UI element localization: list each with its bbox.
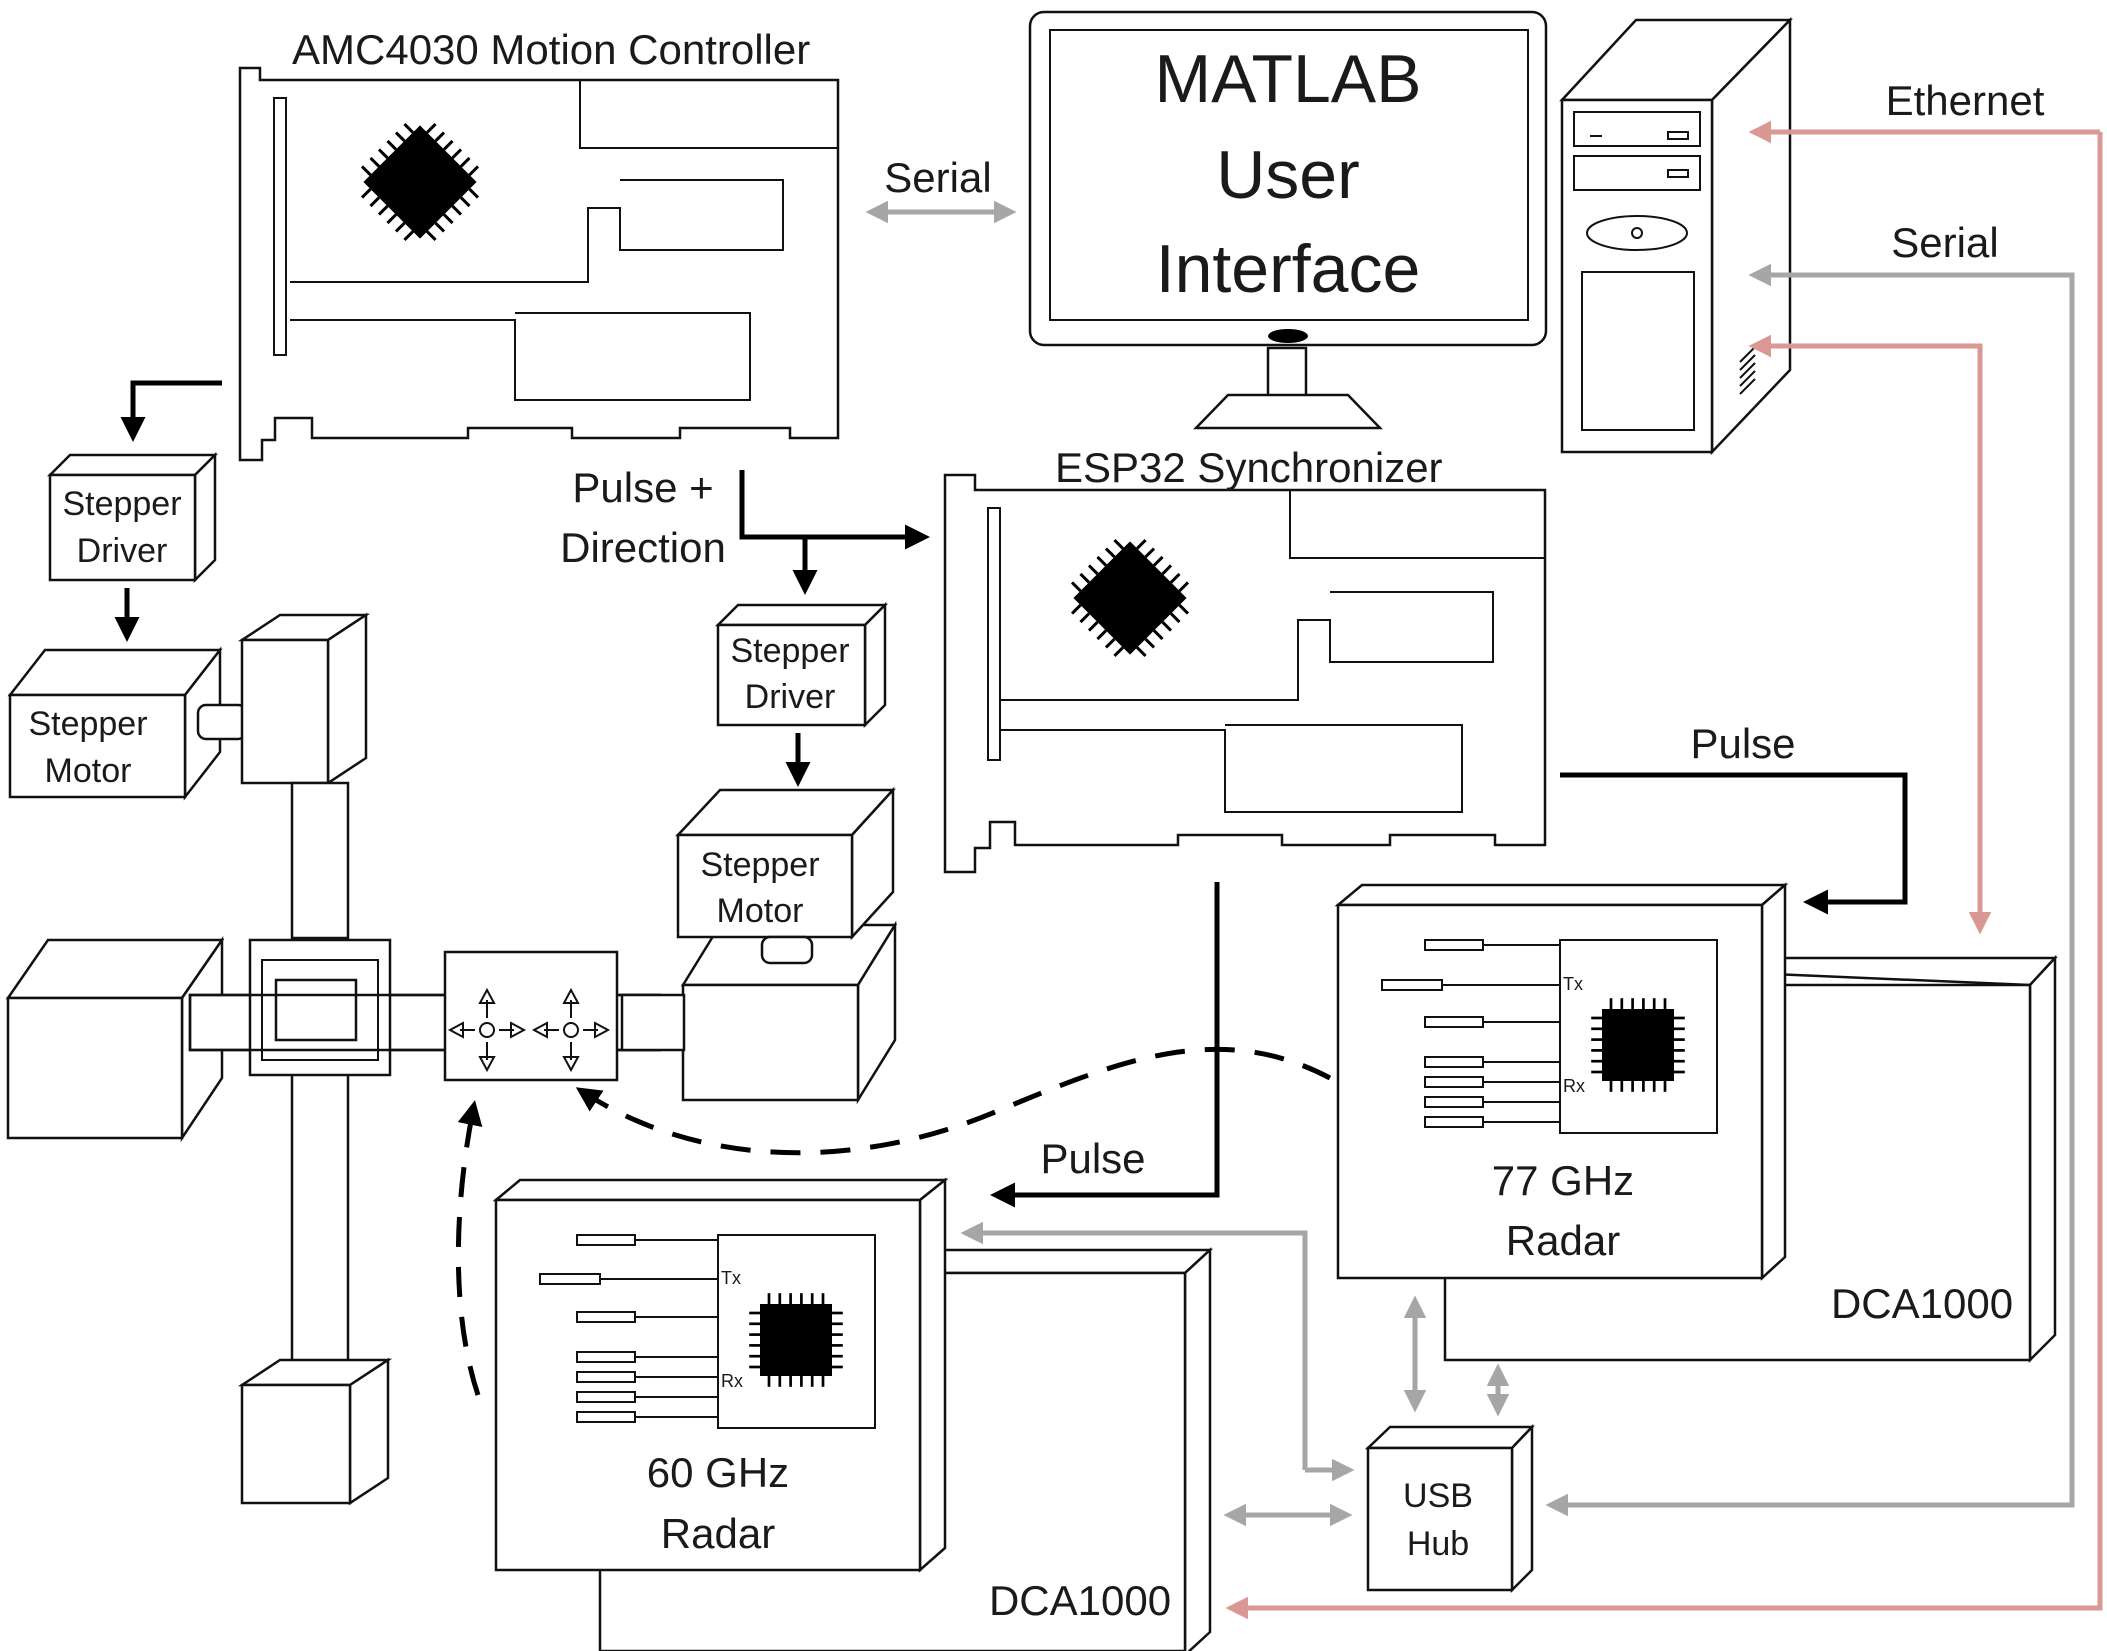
pulse-direction-line-2: Direction xyxy=(560,524,726,571)
usb-hub-line-2: Hub xyxy=(1407,1525,1469,1563)
radar-60-line-2: Radar xyxy=(661,1510,775,1557)
usb-hub-line-1: USB xyxy=(1403,1477,1473,1515)
dca1000-left-label: DCA1000 xyxy=(989,1577,1171,1624)
matlab-line-2: User xyxy=(1216,137,1360,213)
dca1000-right-label: DCA1000 xyxy=(1831,1280,2013,1327)
stepper-motor-left: Stepper Motor xyxy=(7,646,248,801)
pc-tower xyxy=(1559,16,1793,456)
amc4030-board: AMC4030 Motion Controller xyxy=(238,26,840,462)
stepper-motor-left-line-1: Stepper xyxy=(28,705,147,743)
radar-60-rx: Rx xyxy=(721,1371,743,1391)
esp32-board: ESP32 Synchronizer xyxy=(943,444,1547,874)
pulse-direction-line-1: Pulse + xyxy=(572,464,713,511)
stepper-motor-middle: Stepper Motor xyxy=(675,786,896,965)
pulse-right-label: Pulse xyxy=(1690,720,1795,767)
radar-60-tx: Tx xyxy=(721,1268,741,1288)
stepper-driver-middle-line-2: Driver xyxy=(745,678,836,716)
radar-77-rx: Rx xyxy=(1563,1076,1585,1096)
amc4030-label: AMC4030 Motion Controller xyxy=(292,26,810,73)
matlab-line-3: Interface xyxy=(1156,231,1421,307)
matlab-monitor: MATLAB User Interface xyxy=(1028,10,1548,430)
stepper-motor-middle-line-1: Stepper xyxy=(700,846,819,884)
stepper-motor-middle-line-2: Motor xyxy=(717,892,804,930)
radar-60-line-1: 60 GHz xyxy=(647,1449,789,1496)
radar-77-line-2: Radar xyxy=(1506,1217,1620,1264)
stepper-driver-middle-line-1: Stepper xyxy=(730,632,849,670)
dashed-motion-paths xyxy=(455,1046,1332,1396)
matlab-line-1: MATLAB xyxy=(1154,41,1421,117)
serial-top-label: Serial xyxy=(884,154,991,201)
stepper-driver-left-line-1: Stepper xyxy=(62,485,181,523)
ethernet-connections xyxy=(1225,120,2103,1620)
ethernet-label: Ethernet xyxy=(1886,77,2045,124)
esp32-label: ESP32 Synchronizer xyxy=(1055,444,1443,491)
serial-right-label: Serial xyxy=(1891,219,1998,266)
stepper-driver-left: Stepper Driver xyxy=(46,451,219,584)
radar-77-line-1: 77 GHz xyxy=(1492,1157,1634,1204)
pulse-bottom-label: Pulse xyxy=(1040,1135,1145,1182)
stepper-motor-left-line-2: Motor xyxy=(45,752,132,790)
gantry xyxy=(5,612,898,1506)
stepper-driver-left-line-2: Driver xyxy=(77,532,168,570)
serial-usb-connections xyxy=(865,200,2075,1527)
radar-60ghz: Tx Rx 60 GHz Radar xyxy=(492,1177,949,1573)
radar-77-tx: Tx xyxy=(1563,974,1583,994)
stepper-driver-middle: Stepper Driver xyxy=(714,601,889,729)
usb-hub: USB Hub xyxy=(1364,1423,1535,1594)
radar-77ghz: Tx Rx 77 GHz Radar xyxy=(1334,882,1789,1281)
